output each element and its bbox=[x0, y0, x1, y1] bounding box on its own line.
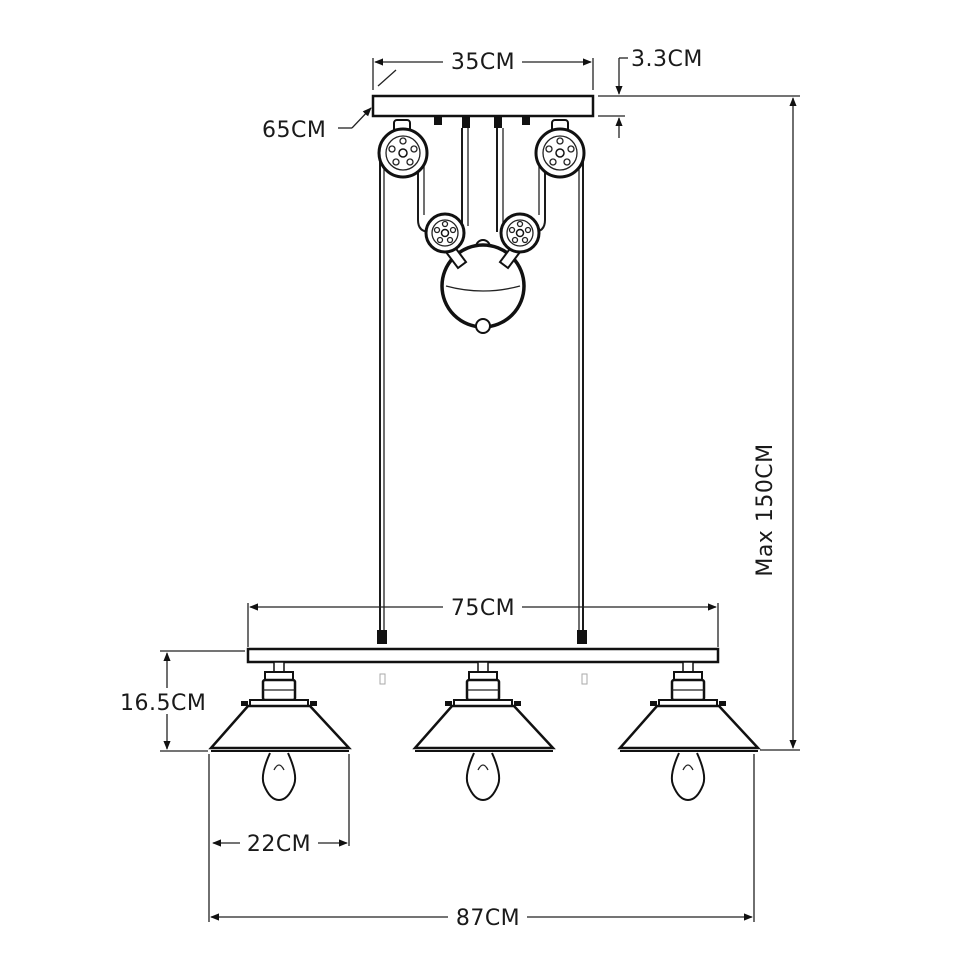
pulley-bottom-left bbox=[424, 212, 466, 254]
label-max-height: Max 150CM bbox=[753, 443, 778, 576]
lamp-left bbox=[208, 661, 352, 802]
label-shade-diameter: 22CM bbox=[247, 832, 311, 857]
label-canopy-height: 3.3CM bbox=[631, 47, 703, 72]
ceiling-canopy bbox=[371, 94, 595, 128]
dimension-canopy-height bbox=[598, 57, 800, 138]
dimension-shade-diameter bbox=[212, 754, 350, 847]
dimension-canopy-width bbox=[372, 58, 594, 90]
dimension-total-width bbox=[208, 754, 755, 922]
dimension-canopy-depth bbox=[338, 107, 372, 129]
dimension-bar-width bbox=[247, 603, 719, 647]
label-shade-height: 16.5CM bbox=[120, 691, 206, 716]
cable-clamp-right bbox=[577, 630, 587, 644]
label-bar-width: 75CM bbox=[451, 596, 515, 621]
label-canopy-width: 35CM bbox=[451, 50, 515, 75]
lamp-middle bbox=[412, 661, 556, 802]
pulley-top-left bbox=[377, 119, 429, 179]
pulley-bottom-right bbox=[499, 212, 541, 254]
dimension-shade-height bbox=[160, 650, 245, 752]
cable-clamp-left bbox=[377, 630, 387, 644]
label-canopy-depth: 65CM bbox=[262, 118, 326, 143]
label-total-width: 87CM bbox=[456, 906, 520, 931]
pulley-system bbox=[377, 119, 587, 644]
dimension-max-height bbox=[760, 97, 800, 751]
lamp-right bbox=[617, 661, 761, 802]
pulley-top-right bbox=[534, 119, 586, 179]
